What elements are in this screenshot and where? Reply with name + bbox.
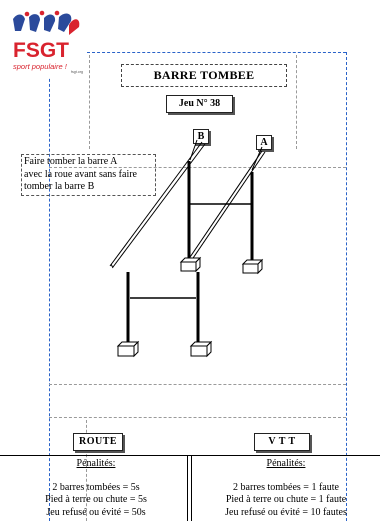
penalties-title: Pénalités: xyxy=(76,458,116,469)
bar-b xyxy=(109,141,203,267)
guide-line xyxy=(296,55,297,149)
instruction-text: Faire tomber la barre A avec la roue ava… xyxy=(21,154,156,196)
bar-a xyxy=(186,151,266,268)
guide-line xyxy=(87,52,346,53)
guide-line xyxy=(49,14,50,521)
penalty-line: Pied à terre ou chute = 5s xyxy=(45,494,147,505)
vtt-category: V T T xyxy=(254,433,310,451)
page-title: BARRE TOMBEE xyxy=(121,64,287,87)
instruction-line: tomber la barre B xyxy=(24,181,95,192)
penalty-line: Pied à terre ou chute = 1 faute xyxy=(225,494,347,505)
logo-text: FSGT xyxy=(13,39,69,62)
penalty-line: 2 barres tombées = 1 faute xyxy=(233,481,339,493)
logo-small-text: fsgt.org xyxy=(71,70,83,74)
route-category: ROUTE xyxy=(73,433,123,451)
foot-block xyxy=(179,256,202,273)
instruction-line: avec la roue avant sans faire xyxy=(24,168,137,180)
bar-a xyxy=(183,150,263,267)
foot-block xyxy=(241,258,264,275)
route-penalties: Pénalités: 2 barres tombées = 5s Pied à … xyxy=(6,458,186,519)
bar-b xyxy=(112,143,206,268)
game-number: Jeu N° 38 xyxy=(166,95,233,113)
bar-a-label: A xyxy=(256,135,272,150)
foot-block xyxy=(189,340,213,358)
guide-line xyxy=(49,384,346,385)
guide-line xyxy=(49,167,346,168)
guide-line xyxy=(346,52,347,521)
guide-line xyxy=(89,55,90,149)
bar-b-end xyxy=(110,263,114,269)
penalty-line: 2 barres tombées = 5s xyxy=(52,481,140,493)
guide-line xyxy=(49,417,346,418)
vtt-penalties: Pénalités: 2 barres tombées = 1 faute Pi… xyxy=(194,458,378,519)
foot-block xyxy=(116,340,140,358)
instruction-line: Faire tomber la barre A xyxy=(24,156,118,167)
logo-tagline: sport populaire ! xyxy=(13,62,68,71)
fsgt-logo: FSGT sport populaire ! fsgt.org xyxy=(9,9,87,77)
penalty-line: Jeu refusé ou évité = 10 fautes xyxy=(225,506,347,518)
guide-line xyxy=(86,420,87,521)
penalty-line: Jeu refusé ou évité = 50s xyxy=(46,506,146,518)
penalties-title: Pénalités: xyxy=(266,458,306,469)
